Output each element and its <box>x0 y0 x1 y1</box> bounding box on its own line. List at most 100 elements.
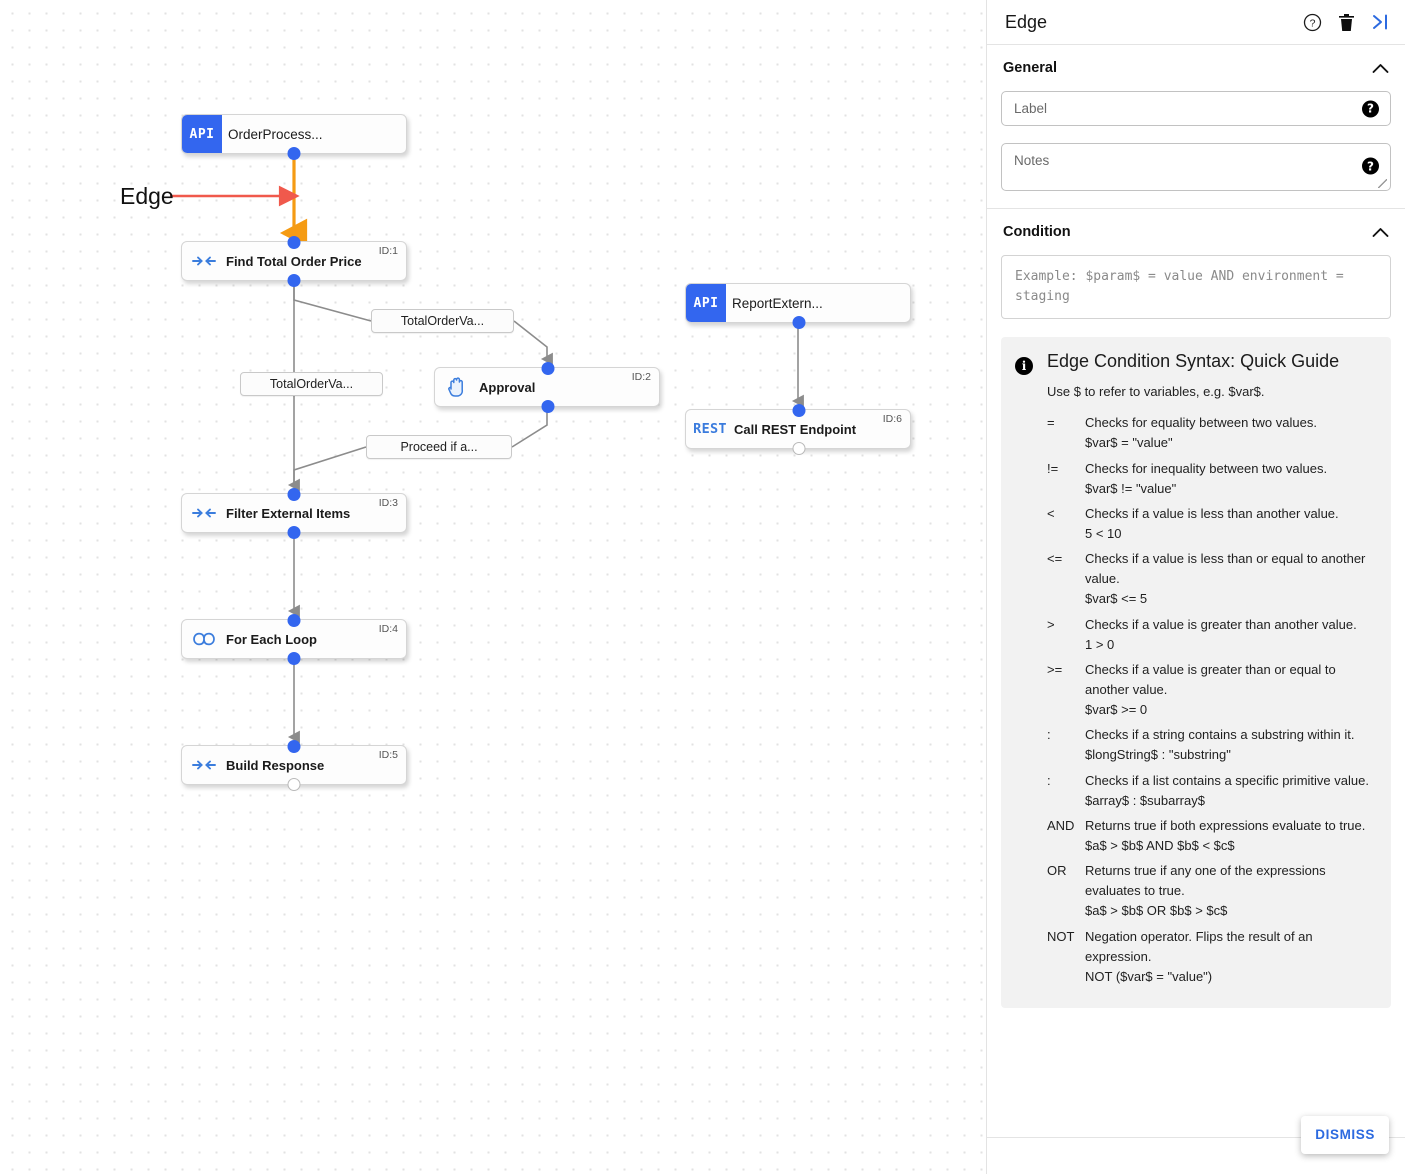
notes-field[interactable]: Notes ? <box>1001 143 1391 191</box>
guide-operator: = <box>1047 415 1055 431</box>
section-title: General <box>1003 60 1057 76</box>
guide-description: Checks if a string contains a substring … <box>1085 727 1355 743</box>
flow-node-call-rest-endpoint[interactable]: REST Call REST Endpoint ID:6 <box>685 403 911 455</box>
node-output-port[interactable] <box>792 315 806 329</box>
guide-row: NOT Negation operator. Flips the result … <box>1047 927 1375 987</box>
dismiss-toast: DISMISS <box>1301 1116 1389 1154</box>
node-title: For Each Loop <box>226 631 317 647</box>
guide-row: : Checks if a string contains a substrin… <box>1047 725 1375 765</box>
node-title: ReportExtern... <box>732 295 823 311</box>
guide-description: Checks if a value is less than another v… <box>1085 505 1339 521</box>
node-id-badge: ID:5 <box>378 749 398 761</box>
rest-badge-icon: REST <box>693 421 727 437</box>
api-badge-icon: API <box>686 284 726 322</box>
guide-example: $a$ > $b$ OR $b$ > $c$ <box>1085 903 1228 919</box>
api-badge-icon: API <box>182 115 222 153</box>
node-title: Approval <box>479 379 536 395</box>
collapse-arrows-icon <box>182 253 226 269</box>
node-output-port[interactable] <box>287 651 301 665</box>
notes-help-icon[interactable]: ? <box>1362 157 1379 175</box>
edge-connections <box>170 155 804 744</box>
guide-example: $var$ >= 0 <box>1085 702 1148 718</box>
delete-icon[interactable] <box>1338 13 1355 32</box>
node-input-port[interactable] <box>287 487 301 501</box>
panel-header: Edge ? <box>987 0 1405 45</box>
collapse-arrows-icon <box>182 505 226 521</box>
node-output-port[interactable] <box>287 777 301 791</box>
guide-row: >= Checks if a value is greater than or … <box>1047 660 1375 720</box>
node-output-port[interactable] <box>287 273 301 287</box>
node-input-port[interactable] <box>287 235 301 249</box>
flow-node-find-total-order-price[interactable]: Find Total Order Price ID:1 <box>181 235 407 287</box>
flow-node-approval[interactable]: Approval ID:2 <box>434 361 660 413</box>
chevron-up-icon[interactable] <box>1371 59 1389 77</box>
node-input-port[interactable] <box>287 739 301 753</box>
guide-operator: OR <box>1047 863 1067 879</box>
guide-example: $var$ = "value" <box>1085 435 1173 451</box>
condition-input[interactable]: Example: $param$ = value AND environment… <box>1001 255 1391 320</box>
guide-operator: : <box>1047 727 1051 743</box>
chevron-up-icon[interactable] <box>1371 223 1389 241</box>
guide-operator: > <box>1047 616 1055 632</box>
flow-canvas[interactable]: Edge API OrderProcess... Find Total Orde… <box>0 0 986 1174</box>
node-title: Build Response <box>226 757 325 773</box>
guide-operator: <= <box>1047 551 1063 567</box>
section-general: General Label ? Notes ? <box>987 45 1405 191</box>
node-title: OrderProcess... <box>228 126 323 142</box>
collapse-arrows-icon <box>182 757 226 773</box>
guide-example: $array$ : $subarray$ <box>1085 792 1205 808</box>
node-title: Filter External Items <box>226 505 351 521</box>
edge-label[interactable]: Proceed if a... <box>366 435 512 459</box>
guide-row: <= Checks if a value is less than or equ… <box>1047 549 1375 609</box>
guide-operator: AND <box>1047 817 1075 833</box>
dismiss-button[interactable]: DISMISS <box>1315 1127 1375 1142</box>
flow-node-orderprocess[interactable]: API OrderProcess... <box>181 114 407 160</box>
node-input-port[interactable] <box>287 613 301 627</box>
flow-node-build-response[interactable]: Build Response ID:5 <box>181 739 407 791</box>
node-output-port[interactable] <box>792 441 806 455</box>
edge-properties-panel: Edge ? General Label <box>986 0 1405 1174</box>
guide-description: Checks for equality between two values. <box>1085 415 1317 431</box>
hand-icon <box>435 376 479 398</box>
node-output-port[interactable] <box>541 399 555 413</box>
label-field[interactable]: Label ? <box>1001 91 1391 126</box>
section-condition-header[interactable]: Condition <box>1001 209 1391 255</box>
section-general-header[interactable]: General <box>1001 45 1391 91</box>
section-title: Condition <box>1003 224 1071 240</box>
node-output-port[interactable] <box>287 146 301 160</box>
guide-example: $var$ <= 5 <box>1085 591 1148 607</box>
node-output-port[interactable] <box>287 525 301 539</box>
guide-description: Checks if a value is greater than or equ… <box>1085 661 1336 697</box>
guide-operator: : <box>1047 772 1051 788</box>
node-input-port[interactable] <box>541 361 555 375</box>
node-input-port[interactable] <box>792 403 806 417</box>
notes-resize-grip[interactable] <box>1378 179 1387 188</box>
guide-row: < Checks if a value is less than another… <box>1047 504 1375 544</box>
collapse-panel-icon[interactable] <box>1371 13 1391 31</box>
condition-syntax-guide: i Edge Condition Syntax: Quick Guide Use… <box>1001 337 1391 1008</box>
flow-node-for-each-loop[interactable]: For Each Loop ID:4 <box>181 613 407 665</box>
node-id-badge: ID:1 <box>378 245 398 257</box>
label-help-icon[interactable]: ? <box>1362 100 1379 117</box>
guide-row: OR Returns true if any one of the expres… <box>1047 861 1375 921</box>
svg-text:?: ? <box>1310 17 1316 29</box>
guide-operator: < <box>1047 505 1055 521</box>
guide-description: Checks if a value is greater than anothe… <box>1085 616 1357 632</box>
guide-description: Checks if a list contains a specific pri… <box>1085 772 1369 788</box>
notes-field-placeholder: Notes <box>1014 153 1050 168</box>
node-id-badge: ID:2 <box>631 371 651 383</box>
flow-node-reportextern[interactable]: API ReportExtern... <box>685 283 911 329</box>
edge-label[interactable]: TotalOrderVa... <box>240 372 383 396</box>
guide-example: NOT ($var$ = "value") <box>1085 968 1213 984</box>
section-divider <box>987 208 1405 209</box>
info-icon: i <box>1015 357 1033 376</box>
guide-heading: Edge Condition Syntax: Quick Guide <box>1047 351 1340 372</box>
label-field-placeholder: Label <box>1014 101 1048 116</box>
guide-example: 5 < 10 <box>1085 525 1122 541</box>
help-icon[interactable]: ? <box>1303 13 1322 32</box>
flow-node-filter-external-items[interactable]: Filter External Items ID:3 <box>181 487 407 539</box>
guide-description: Returns true if any one of the expressio… <box>1085 863 1326 899</box>
guide-example: $longString$ : "substring" <box>1085 747 1231 763</box>
guide-description: Negation operator. Flips the result of a… <box>1085 928 1313 964</box>
edge-label[interactable]: TotalOrderVa... <box>371 309 514 333</box>
